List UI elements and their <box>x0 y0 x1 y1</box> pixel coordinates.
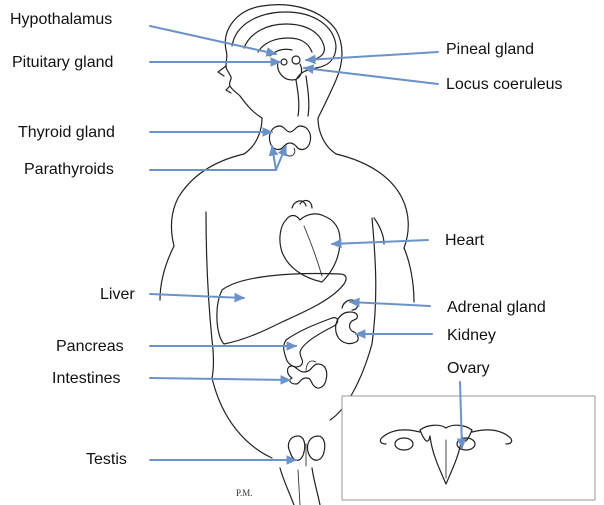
leader-intestines <box>150 378 290 380</box>
brain-sketch <box>232 12 336 116</box>
label-pituitary-gland: Pituitary gland <box>12 54 113 71</box>
intestines-sketch <box>288 361 327 388</box>
label-ovary: Ovary <box>447 360 490 377</box>
testis-sketch <box>288 436 324 466</box>
label-thyroid-gland: Thyroid gland <box>18 124 115 141</box>
artist-signature: P.M. <box>236 488 253 498</box>
thyroid-sketch <box>269 126 310 156</box>
leader-pineal <box>306 52 438 60</box>
label-kidney: Kidney <box>447 327 496 344</box>
leader-locus <box>304 68 438 84</box>
inset-frame <box>342 396 595 500</box>
ovary-inset <box>342 396 595 500</box>
leader-liver <box>150 294 244 298</box>
leader-adrenal <box>350 302 430 306</box>
kidney-sketch <box>336 300 359 344</box>
label-intestines: Intestines <box>52 370 120 387</box>
label-parathyroids: Parathyroids <box>24 161 114 178</box>
leader-lines <box>150 26 462 460</box>
label-adrenal-gland: Adrenal gland <box>447 299 546 316</box>
pancreas-sketch <box>284 318 338 367</box>
label-hypothalamus: Hypothalamus <box>10 11 112 28</box>
label-pancreas: Pancreas <box>56 338 124 355</box>
label-testis: Testis <box>86 451 127 468</box>
liver-sketch <box>217 274 346 344</box>
label-heart: Heart <box>445 232 485 249</box>
leader-hypothalamus <box>150 26 276 54</box>
leader-heart <box>332 240 428 244</box>
label-locus-coeruleus: Locus coeruleus <box>446 76 563 93</box>
label-liver: Liver <box>100 286 135 303</box>
label-pineal-gland: Pineal gland <box>446 41 534 58</box>
heart-sketch <box>280 201 340 282</box>
